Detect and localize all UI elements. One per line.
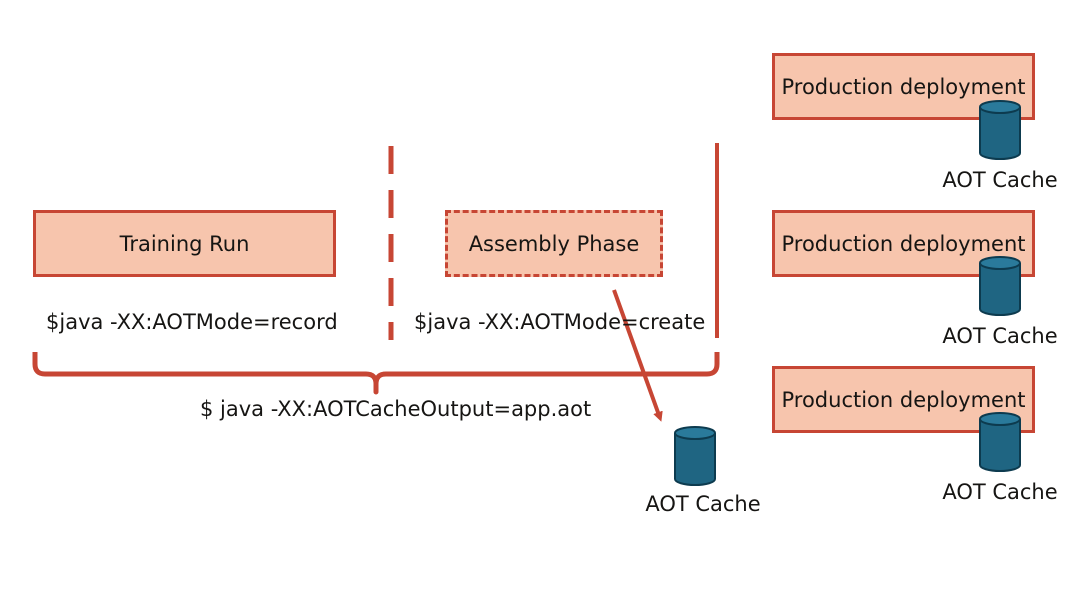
output-cache-label: AOT Cache	[645, 492, 761, 516]
production-deployment-box: Production deployment	[772, 366, 1035, 433]
assembly-phase-box: Assembly Phase	[445, 210, 663, 277]
assembly-to-cache-arrow	[612, 289, 663, 422]
training-run-title: Training Run	[119, 231, 250, 256]
combined-command: $ java -XX:AOTCacheOutput=app.aot	[200, 397, 592, 421]
training-run-box: Training Run	[33, 210, 336, 277]
output-cache-database-icon	[674, 426, 716, 486]
deployment-cache-label: AOT Cache	[942, 480, 1058, 504]
production-deployment-title: Production deployment	[781, 387, 1026, 412]
deployment-cache-database-icon	[979, 256, 1021, 316]
assembly-phase-title: Assembly Phase	[468, 231, 640, 256]
combined-phase-brace	[32, 352, 720, 395]
production-deployment-title: Production deployment	[781, 231, 1026, 256]
assembly-phase-command: $java -XX:AOTMode=create	[414, 310, 706, 334]
deployment-cache-database-icon	[979, 100, 1021, 160]
training-run-command: $java -XX:AOTMode=record	[46, 310, 338, 334]
deployment-cache-label: AOT Cache	[942, 324, 1058, 348]
production-deployment-title: Production deployment	[781, 74, 1026, 99]
deployment-cache-label: AOT Cache	[942, 168, 1058, 192]
deployment-cache-database-icon	[979, 412, 1021, 472]
